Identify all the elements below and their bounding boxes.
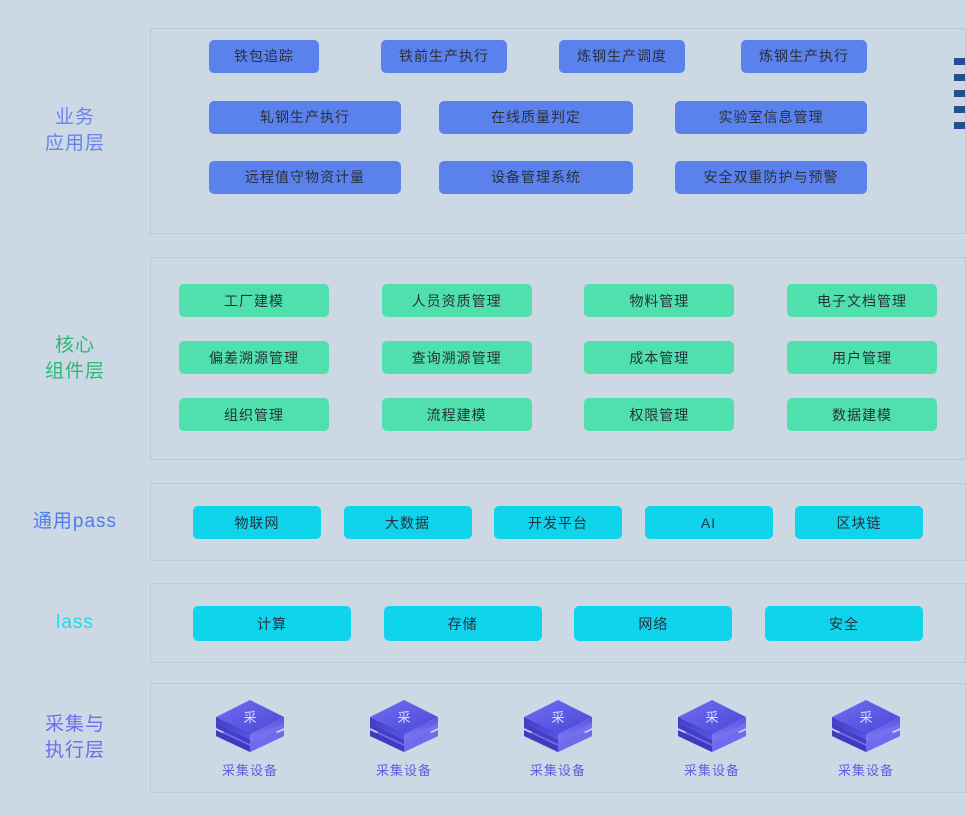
edge-marker-icon <box>954 58 965 65</box>
device-item[interactable]: 采 采集设备 <box>493 698 623 779</box>
collection-device-label: 采集设备 <box>837 763 894 778</box>
chip-factory-modeling[interactable]: 工厂建模 <box>179 284 329 317</box>
collection-device-icon: 采 <box>522 698 594 756</box>
chip-network[interactable]: 网络 <box>574 606 733 641</box>
chip-safety-dual-prevention-and-warning[interactable]: 安全双重防护与预警 <box>675 160 867 194</box>
svg-text:采: 采 <box>397 710 410 725</box>
collection-device-icon: 采 <box>830 698 902 756</box>
chip-electronic-document-management[interactable]: 电子文档管理 <box>786 284 937 317</box>
layer-label-business-application: 业务 应用层 <box>44 107 105 154</box>
chip-deviation-traceability-management[interactable]: 偏差溯源管理 <box>179 341 329 374</box>
chip-query-traceability-management[interactable]: 查询溯源管理 <box>381 341 532 374</box>
collection-device-label: 采集设备 <box>221 763 278 778</box>
collection-devices: 采 采集设备 <box>185 698 931 779</box>
chip-personnel-qualification-management[interactable]: 人员资质管理 <box>381 284 532 317</box>
chip-user-management[interactable]: 用户管理 <box>786 341 937 374</box>
chip-laboratory-information-management[interactable]: 实验室信息管理 <box>675 100 867 134</box>
layer-label-core-component: 核心 组件层 <box>44 334 105 382</box>
core-row-2: 偏差溯源管理 查询溯源管理 成本管理 用户管理 <box>179 341 937 374</box>
chip-steelmaking-production-scheduling[interactable]: 炼钢生产调度 <box>559 39 685 73</box>
layer-box-core-component: 工厂建模 人员资质管理 物料管理 电子文档管理 偏差溯源管理 查询溯源管理 成本… <box>150 257 966 460</box>
chip-equipment-management-system[interactable]: 设备管理系统 <box>439 160 633 194</box>
chip-permission-management[interactable]: 权限管理 <box>584 398 735 431</box>
chip-iot[interactable]: 物联网 <box>193 506 321 539</box>
chip-ironmaking-production-execution[interactable]: 铁前生产执行 <box>381 39 507 73</box>
chip-ai[interactable]: AI <box>644 506 773 539</box>
chip-organization-management[interactable]: 组织管理 <box>179 398 329 431</box>
svg-text:采: 采 <box>859 710 872 725</box>
core-row-1: 工厂建模 人员资质管理 物料管理 电子文档管理 <box>179 284 937 317</box>
chip-rolling-production-execution[interactable]: 轧钢生产执行 <box>209 100 401 134</box>
chip-data-modeling[interactable]: 数据建模 <box>786 398 937 431</box>
chip-storage[interactable]: 存储 <box>383 606 542 641</box>
collection-device-label: 采集设备 <box>683 763 740 778</box>
iaas-items: 计算 存储 网络 安全 <box>193 606 923 641</box>
chip-compute[interactable]: 计算 <box>193 606 351 641</box>
layer-label-iaas: lass <box>56 612 94 633</box>
layer-business-application: 业务 应用层 铁包追踪 铁前生产执行 炼钢生产调度 炼钢生产执行 轧钢生产执行 … <box>0 28 966 234</box>
collection-device-label: 采集设备 <box>375 763 432 778</box>
layer-box-general-paas: 物联网 大数据 开发平台 AI 区块链 <box>150 483 966 561</box>
collection-device-icon: 采 <box>368 698 440 756</box>
chip-iron-ladle-tracking[interactable]: 铁包追踪 <box>209 39 319 73</box>
chip-security[interactable]: 安全 <box>764 606 923 641</box>
core-row-3: 组织管理 流程建模 权限管理 数据建模 <box>179 398 937 431</box>
device-item[interactable]: 采 采集设备 <box>339 698 469 779</box>
chip-blockchain[interactable]: 区块链 <box>795 506 923 539</box>
chip-remote-unattended-material-metering[interactable]: 远程值守物资计量 <box>209 160 401 194</box>
layer-box-collection-execution: 采 采集设备 <box>150 683 966 793</box>
edge-marker-list <box>954 58 966 129</box>
device-item[interactable]: 采 采集设备 <box>801 698 931 779</box>
chip-material-management[interactable]: 物料管理 <box>584 284 735 317</box>
layer-collection-execution: 采集与 执行层 <box>0 683 966 793</box>
edge-marker-icon <box>954 122 965 129</box>
layer-general-paas: 通用pass 物联网 大数据 开发平台 AI 区块链 <box>0 483 966 561</box>
paas-items: 物联网 大数据 开发平台 AI 区块链 <box>193 506 923 539</box>
layer-iaas: lass 计算 存储 网络 安全 <box>0 583 966 663</box>
edge-marker-icon <box>954 106 965 113</box>
chip-process-modeling[interactable]: 流程建模 <box>381 398 532 431</box>
layer-core-component: 核心 组件层 工厂建模 人员资质管理 物料管理 电子文档管理 偏差溯源管理 查询… <box>0 257 966 460</box>
layer-box-business-application: 铁包追踪 铁前生产执行 炼钢生产调度 炼钢生产执行 轧钢生产执行 在线质量判定 … <box>150 28 966 234</box>
chip-steelmaking-production-execution[interactable]: 炼钢生产执行 <box>741 39 867 73</box>
edge-marker-icon <box>954 90 965 97</box>
layer-label-collection-execution: 采集与 执行层 <box>44 714 105 761</box>
chip-development-platform[interactable]: 开发平台 <box>494 506 622 539</box>
device-item[interactable]: 采 采集设备 <box>647 698 777 779</box>
chip-cost-management[interactable]: 成本管理 <box>584 341 735 374</box>
layer-label-general-paas: 通用pass <box>32 511 118 532</box>
svg-text:采: 采 <box>551 710 564 725</box>
device-item[interactable]: 采 采集设备 <box>185 698 315 779</box>
svg-text:采: 采 <box>243 710 256 725</box>
layer-box-iaas: 计算 存储 网络 安全 <box>150 583 966 663</box>
svg-text:采: 采 <box>705 710 718 725</box>
collection-device-icon: 采 <box>214 698 286 756</box>
chip-big-data[interactable]: 大数据 <box>343 506 472 539</box>
collection-device-icon: 采 <box>676 698 748 756</box>
chip-online-quality-judgement[interactable]: 在线质量判定 <box>439 100 633 134</box>
edge-marker-icon <box>954 74 965 81</box>
collection-device-label: 采集设备 <box>529 763 586 778</box>
